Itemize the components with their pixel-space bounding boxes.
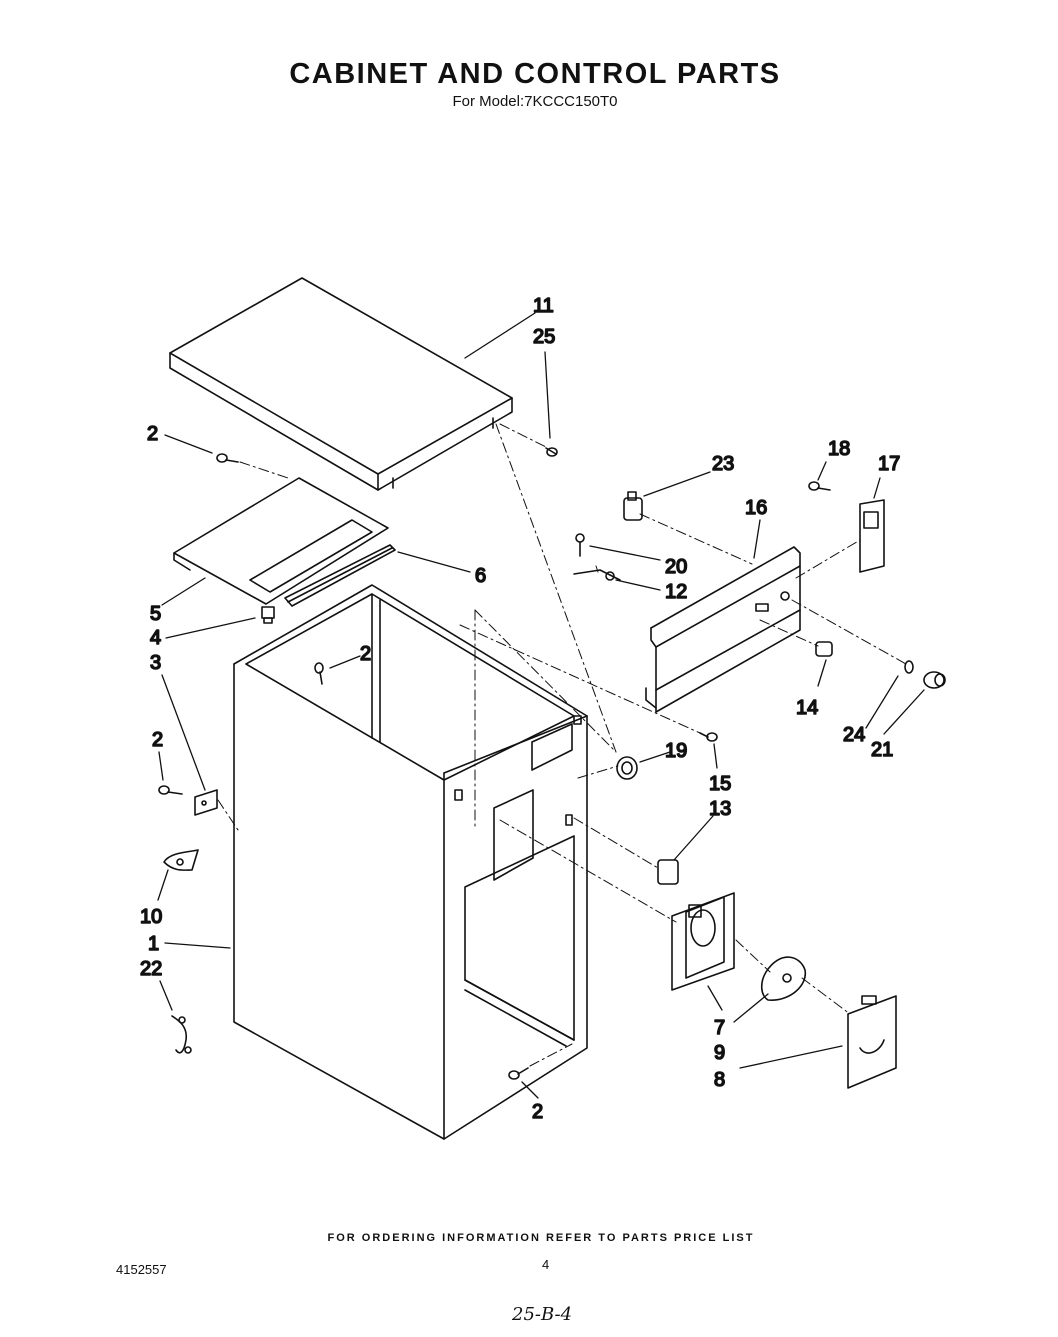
callout-12: 12: [665, 581, 687, 603]
callout-9: 9: [714, 1042, 725, 1064]
callout-1: 1: [148, 933, 159, 955]
leader-lines: [157, 312, 925, 1099]
part-4-clip: [261, 606, 275, 624]
part-13-cap: [657, 859, 679, 885]
part-7-housing: [671, 892, 735, 991]
callout-22: 22: [140, 958, 162, 980]
callout-23: 23: [712, 453, 734, 475]
callout-13: 13: [709, 798, 731, 820]
callout-20: 20: [665, 556, 687, 578]
callout-25: 25: [533, 326, 555, 348]
callout-16: 16: [745, 497, 767, 519]
callout-2-inner: 2: [360, 643, 371, 665]
callout-14: 14: [796, 697, 818, 719]
part-16-console: [645, 546, 801, 713]
callout-17: 17: [878, 453, 900, 475]
callout-19: 19: [665, 740, 687, 762]
part-24-washer: [904, 660, 914, 674]
callout-2-top: 2: [147, 423, 158, 445]
callout-18: 18: [828, 438, 850, 460]
callout-21: 21: [871, 739, 893, 761]
callout-24: 24: [843, 724, 865, 746]
part-9-disk: [760, 956, 806, 1001]
callout-8: 8: [714, 1069, 725, 1091]
model-subtitle: For Model:7KCCC150T0: [452, 93, 618, 110]
handwritten-reference: 25-B-4: [512, 1304, 573, 1325]
part-23-component: [623, 491, 643, 521]
document-number: 4152557: [116, 1262, 167, 1277]
page-title: CABINET AND CONTROL PARTS: [289, 58, 781, 90]
callout-7: 7: [714, 1017, 725, 1039]
alignment-lines: [217, 423, 907, 1067]
part-1-cabinet: [233, 584, 588, 1140]
part-15-screw: [699, 732, 718, 742]
part-21-knob: [923, 671, 946, 689]
part-12-bracket: [573, 569, 621, 581]
callout-2-bottom: 2: [532, 1101, 543, 1123]
part-8-plate: [847, 995, 897, 1089]
part-22-hinge: [171, 1015, 192, 1054]
part-3-bracket: [194, 789, 218, 816]
part-20-screw: [575, 533, 585, 557]
ordering-note: FOR ORDERING INFORMATION REFER TO PARTS …: [327, 1232, 755, 1244]
callout-10: 10: [140, 906, 162, 928]
part-19-plug: [616, 756, 638, 780]
part-5-console-tray: [173, 477, 389, 605]
callout-2-left: 2: [152, 729, 163, 751]
callout-5: 5: [150, 603, 161, 625]
callout-15: 15: [709, 773, 731, 795]
callout-6: 6: [475, 565, 486, 587]
part-17-switch: [859, 499, 885, 573]
callout-11: 11: [533, 295, 554, 317]
page-number: 4: [542, 1257, 550, 1272]
part-14-clip: [815, 641, 833, 657]
part-10-hinge: [163, 849, 199, 871]
part-2-screw: [158, 447, 831, 1080]
callout-3: 3: [150, 652, 161, 674]
part-11-top-panel: [169, 277, 513, 491]
callout-4: 4: [150, 627, 161, 649]
part-6-strip: [284, 544, 396, 607]
